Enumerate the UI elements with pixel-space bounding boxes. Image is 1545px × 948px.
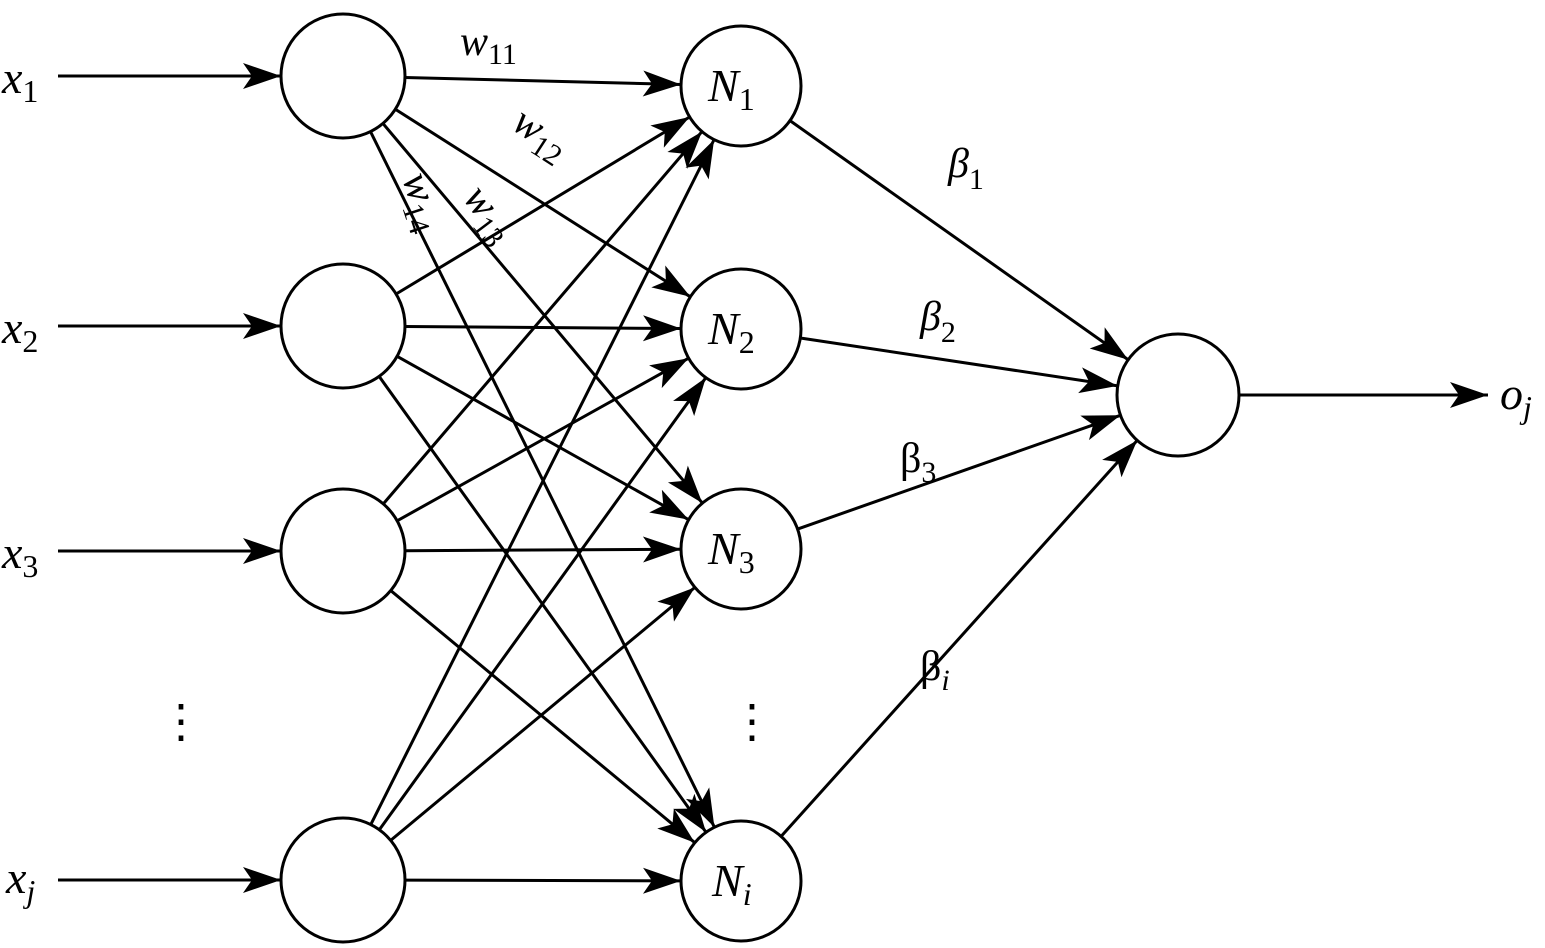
weight-label-beta3: β3 <box>900 436 936 489</box>
hidden-layer <box>679 24 803 943</box>
edge-xj-n3 <box>389 586 696 842</box>
edge-xj-ni <box>404 867 682 894</box>
hidden-label-1: N1 <box>707 60 755 117</box>
input-node-3 <box>279 487 407 615</box>
edge-x3-n1 <box>382 130 704 505</box>
edge-x2-n2 <box>404 315 682 342</box>
weight-label-beta2: β2 <box>919 294 956 349</box>
input-label-2: x2 <box>1 302 38 359</box>
input-node-1 <box>279 12 407 140</box>
connections <box>58 63 1488 894</box>
input-layer <box>279 12 407 944</box>
edge-x3-n3 <box>404 536 682 563</box>
input-label-3: x3 <box>1 527 38 584</box>
edge-n1-output <box>789 119 1130 362</box>
hidden-node-1 <box>679 24 803 148</box>
weight-label-betai: βi <box>920 644 950 697</box>
hidden-ellipsis: ⋮ <box>729 696 775 747</box>
input-node-2 <box>279 262 407 390</box>
hidden-label-2: N2 <box>707 303 755 360</box>
hidden-node-i <box>679 819 803 943</box>
edge-n3-output <box>797 413 1121 531</box>
edge-x3-ni <box>389 589 696 844</box>
edge-x1-n3 <box>381 122 704 505</box>
weight-label-w11: w11 <box>460 19 517 71</box>
output-label: oj <box>1500 368 1532 425</box>
edge-x3-n2 <box>396 356 690 523</box>
input-label-j: xj <box>5 852 35 909</box>
hidden-node-2 <box>679 267 803 391</box>
edge-x1-n2 <box>394 107 692 299</box>
edge-xj-n2 <box>378 376 708 831</box>
weight-label-w14: w14 <box>387 167 454 238</box>
edge-xj-n1 <box>369 138 716 826</box>
input-ellipsis: ⋮ <box>158 696 204 747</box>
hidden-label-3: N3 <box>707 523 755 580</box>
input-label-1: x1 <box>1 52 38 109</box>
edge-x1-n1 <box>404 70 682 97</box>
input-node-j <box>279 816 407 944</box>
edge-x2-n1 <box>395 115 691 296</box>
edge-ni-output <box>780 439 1139 838</box>
weight-label-w12: w12 <box>501 98 578 173</box>
hidden-node-3 <box>679 487 803 611</box>
hidden-label-i: Ni <box>711 855 752 912</box>
edge-n2-output <box>800 336 1118 394</box>
output-node <box>1115 332 1241 458</box>
weight-label-beta1: β1 <box>947 141 984 196</box>
